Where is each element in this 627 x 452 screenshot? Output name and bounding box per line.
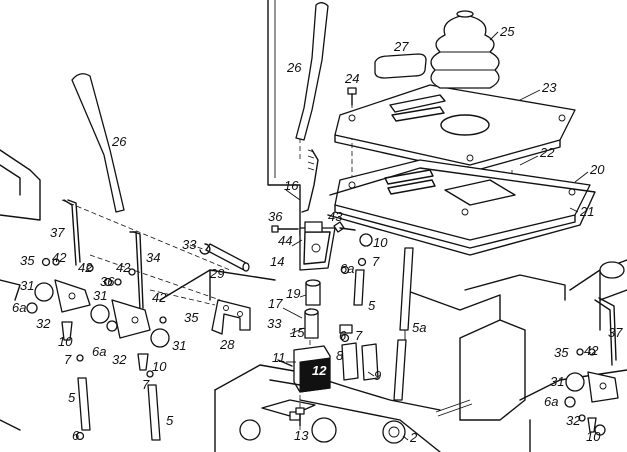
label-5-center: 5 — [368, 298, 376, 313]
shift-rod-5a — [393, 247, 414, 401]
label-11: 11 — [272, 350, 286, 365]
label-26-right: 26 — [286, 60, 302, 75]
rubber-boot-25 — [430, 10, 500, 89]
spring-11 — [269, 359, 301, 386]
bracket-28 — [211, 299, 251, 335]
label-7-center-b: 7 — [355, 328, 363, 343]
label-6-center: 6 — [339, 328, 347, 343]
label-25: 25 — [499, 24, 515, 39]
label-16: 16 — [284, 178, 299, 193]
label-7-center: 7 — [372, 254, 380, 269]
label-6a-center: 6a — [340, 261, 354, 276]
label-27: 27 — [393, 39, 409, 54]
label-2: 2 — [409, 430, 418, 445]
cover-plate-23 — [334, 84, 576, 173]
ball-joint-right — [564, 371, 619, 408]
label-35-left: 35 — [20, 253, 35, 268]
label-13: 13 — [294, 428, 309, 443]
screw-13 — [295, 407, 305, 427]
label-20: 20 — [589, 162, 605, 177]
label-31-c: 31 — [172, 338, 186, 353]
shift-lever-right-26 — [295, 2, 329, 213]
sleeve-15 — [304, 308, 319, 339]
label-5-middle: 5 — [166, 413, 174, 428]
ball-joint-left — [26, 279, 91, 314]
label-34: 34 — [146, 250, 160, 265]
label-42-b: 42 — [78, 260, 93, 275]
label-21: 21 — [579, 204, 594, 219]
label-6a-right: 6a — [544, 394, 558, 409]
label-17: 17 — [268, 296, 283, 311]
label-32-right: 32 — [566, 413, 581, 428]
label-42-d: 42 — [152, 290, 167, 305]
nuts-and-washers — [41, 233, 606, 441]
label-10-middle: 10 — [152, 359, 167, 374]
label-19: 19 — [286, 286, 300, 301]
bushing-19 — [305, 279, 321, 306]
shift-lever-left-26 — [71, 73, 125, 213]
rod-37-right — [594, 297, 617, 366]
label-35-middle: 35 — [184, 310, 199, 325]
label-24: 24 — [344, 71, 359, 86]
shift-rod-5-center — [353, 269, 365, 306]
pin-29 — [205, 243, 250, 272]
label-29: 29 — [209, 266, 224, 281]
label-28: 28 — [219, 337, 235, 352]
label-23: 23 — [541, 80, 557, 95]
label-10-top: 10 — [373, 235, 388, 250]
callout-labels: 25 27 26 24 23 26 22 20 16 21 36 43 37 4… — [12, 24, 623, 445]
label-35-right: 35 — [554, 345, 569, 360]
label-31-a: 31 — [20, 278, 34, 293]
label-42-c: 42 — [116, 260, 131, 275]
base-plate-20 — [327, 159, 596, 256]
label-36-left: 36 — [100, 274, 115, 289]
label-32-b: 32 — [112, 352, 127, 367]
label-12: 12 — [312, 363, 327, 378]
label-10-left: 10 — [58, 334, 73, 349]
clip-8 — [341, 342, 359, 381]
label-31-b: 31 — [93, 288, 107, 303]
threaded-pin — [435, 399, 473, 417]
label-36-top: 36 — [268, 209, 283, 224]
label-42-e: 42 — [584, 343, 599, 358]
label-9: 9 — [374, 368, 381, 383]
label-32-a: 32 — [36, 316, 51, 331]
label-15: 15 — [290, 325, 305, 340]
label-37-right: 37 — [608, 325, 623, 340]
label-8: 8 — [336, 348, 344, 363]
bolt-24 — [347, 87, 357, 106]
label-42-a: 42 — [52, 250, 67, 265]
label-37-left: 37 — [50, 225, 65, 240]
label-33-top: 33 — [182, 237, 197, 252]
pulley-2 — [382, 420, 406, 444]
label-7-left: 7 — [64, 352, 72, 367]
label-10-right: 10 — [586, 429, 601, 444]
label-33-bottom: 33 — [267, 316, 282, 331]
label-5-left: 5 — [68, 390, 76, 405]
label-7-middle: 7 — [142, 377, 150, 392]
bolt-43 — [333, 221, 356, 233]
label-43: 43 — [328, 209, 343, 224]
circlip-33 — [199, 243, 211, 255]
cap-27 — [374, 53, 427, 79]
slider-block-12 — [293, 345, 331, 393]
label-6a-left: 6a — [12, 300, 26, 315]
fork-bracket-14 — [299, 221, 336, 271]
label-6-bottom: 6 — [72, 428, 80, 443]
label-31-d: 31 — [550, 374, 564, 389]
screw-36 — [271, 225, 299, 233]
ball-joint-middle — [90, 299, 170, 348]
label-14: 14 — [270, 254, 284, 269]
label-22: 22 — [539, 145, 555, 160]
shift-rod-5-left — [77, 377, 161, 441]
label-44: 44 — [278, 233, 292, 248]
label-6a-middle: 6a — [92, 344, 106, 359]
label-26-left: 26 — [111, 134, 127, 149]
rod-37-left — [63, 199, 81, 266]
clip-9 — [361, 343, 379, 381]
leader-lines — [282, 31, 589, 441]
rod-34 — [129, 231, 144, 311]
label-5a: 5a — [412, 320, 426, 335]
